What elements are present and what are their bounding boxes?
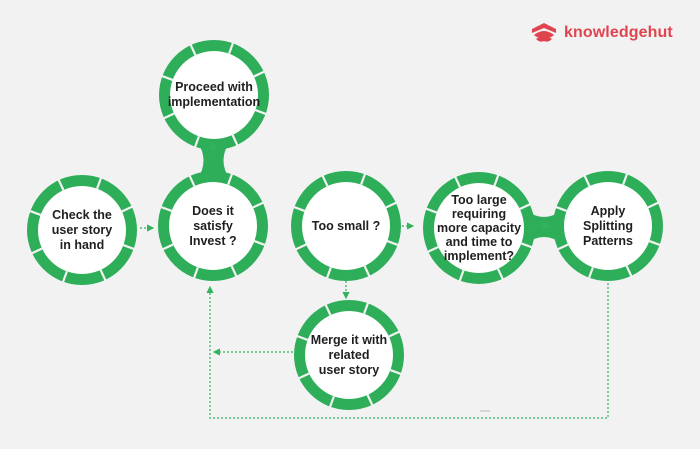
arrow-splitting-loop-to-invest bbox=[206, 283, 609, 419]
node-proceed-label: Proceed with implementation bbox=[167, 80, 261, 109]
brand-logo: knowledgehut bbox=[530, 21, 673, 45]
lotus-icon bbox=[532, 23, 556, 42]
node-invest-disc bbox=[169, 182, 257, 270]
node-check-label: Check the user story in hand bbox=[51, 207, 113, 252]
bridge-proceed-invest bbox=[197, 142, 230, 179]
node-too-large-label: Too large requiring more capacity and ti… bbox=[436, 193, 522, 263]
node-too-small-label: Too small ? bbox=[311, 218, 381, 233]
node-proceed-disc bbox=[170, 51, 258, 139]
node-splitting-disc bbox=[564, 182, 652, 270]
node-splitting-label: Apply Splitting Patterns bbox=[582, 203, 634, 248]
node-invest-label: Does it satisfy Invest ? bbox=[189, 203, 237, 248]
node-too-large-disc bbox=[434, 183, 524, 273]
node-check-disc bbox=[38, 186, 126, 274]
node-merge-disc bbox=[305, 311, 393, 399]
node-too-small-disc bbox=[302, 182, 390, 270]
node-merge-label: Merge it with related user story bbox=[310, 332, 388, 377]
brand-name: knowledgehut bbox=[564, 24, 673, 41]
